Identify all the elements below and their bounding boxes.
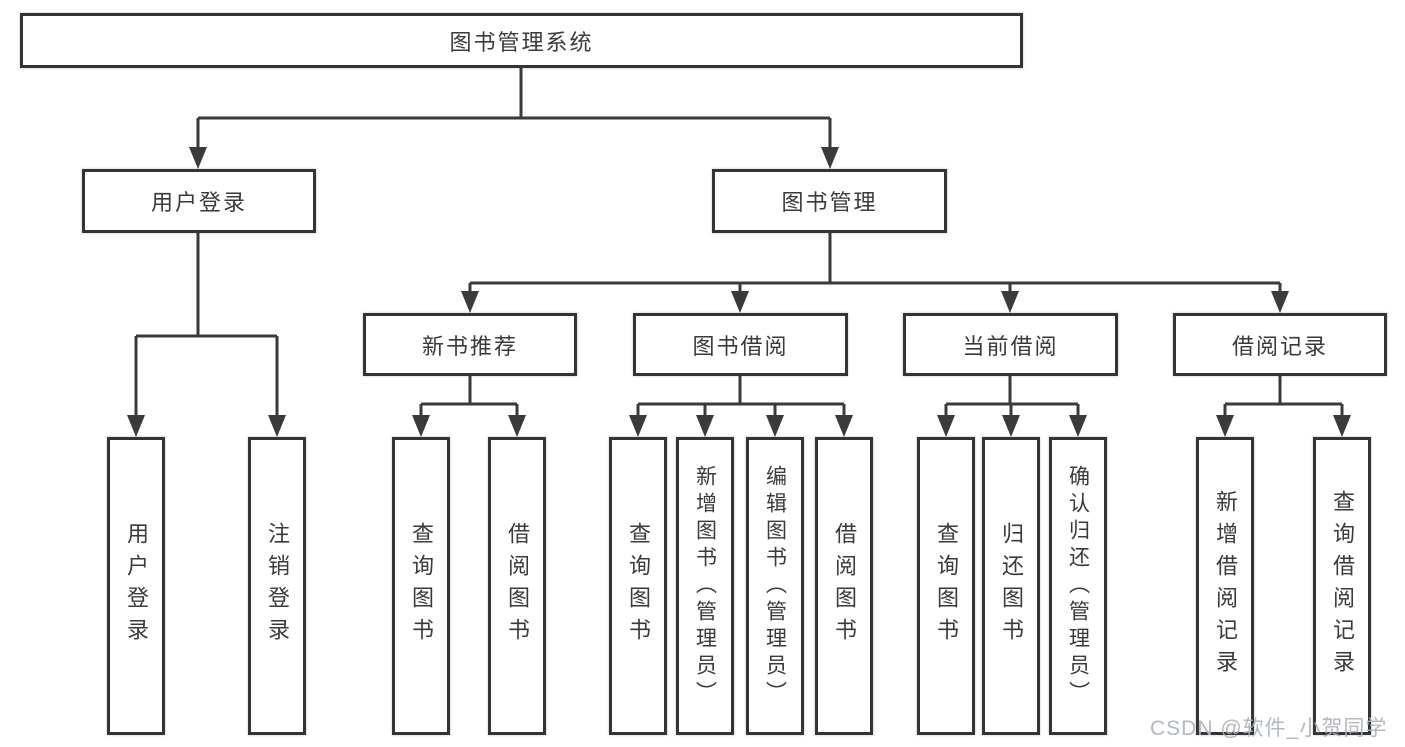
node-root: 图书管理系统 [20,13,1023,68]
leaf-nb-query-books-label: 查询图书 [409,522,434,650]
leaf-cb-return-books: 归还图书 [982,437,1040,735]
node-root-label: 图书管理系统 [449,29,594,55]
node-book-borrowing-label: 图书借阅 [692,333,789,359]
leaf-user-login: 用户登录 [107,437,165,735]
leaf-bb-borrow-books: 借阅图书 [815,437,873,735]
leaf-bb-query-books-label: 查询图书 [626,522,651,650]
node-book-borrowing: 图书借阅 [633,313,848,376]
leaf-cb-confirm-return-admin: 确认归还（管理员） [1049,437,1107,735]
leaf-user-login-label: 用户登录 [124,522,149,650]
leaf-br-add-record-label: 新增借阅记录 [1213,490,1238,682]
leaf-cb-return-books-label: 归还图书 [999,522,1024,650]
leaf-cb-query-books-label: 查询图书 [934,522,959,650]
leaf-bb-edit-books-admin: 编辑图书（管理员） [746,437,804,735]
leaf-bb-query-books: 查询图书 [609,437,667,735]
node-user-login: 用户登录 [82,169,316,233]
node-borrow-records: 借阅记录 [1173,313,1387,376]
leaf-nb-query-books: 查询图书 [392,437,450,735]
node-borrow-records-label: 借阅记录 [1231,333,1328,359]
leaf-logout: 注销登录 [248,437,306,735]
leaf-bb-borrow-books-label: 借阅图书 [832,522,857,650]
leaf-cb-confirm-return-admin-label: 确认归还（管理员） [1066,464,1090,708]
leaf-br-query-record: 查询借阅记录 [1313,437,1371,735]
leaf-bb-add-books-admin-label: 新增图书（管理员） [693,464,717,708]
leaf-cb-query-books: 查询图书 [917,437,975,735]
leaf-logout-label: 注销登录 [265,522,290,650]
node-new-book-recommendation: 新书推荐 [363,313,577,376]
leaf-bb-edit-books-admin-label: 编辑图书（管理员） [763,464,787,708]
leaf-br-add-record: 新增借阅记录 [1196,437,1254,735]
csdn-watermark: CSDN @软件_小贺同学 [1150,717,1388,740]
arrowheads [127,147,1351,437]
node-new-book-recommendation-label: 新书推荐 [421,333,518,359]
node-current-borrowing: 当前借阅 [903,313,1118,376]
node-current-borrowing-label: 当前借阅 [962,333,1059,359]
leaf-br-query-record-label: 查询借阅记录 [1330,490,1355,682]
node-book-management-label: 图书管理 [781,190,878,215]
node-user-login-label: 用户登录 [150,190,247,215]
leaf-nb-borrow-books-label: 借阅图书 [505,522,530,650]
leaf-nb-borrow-books: 借阅图书 [488,437,546,735]
leaf-bb-add-books-admin: 新增图书（管理员） [676,437,734,735]
node-book-management: 图书管理 [712,169,947,233]
